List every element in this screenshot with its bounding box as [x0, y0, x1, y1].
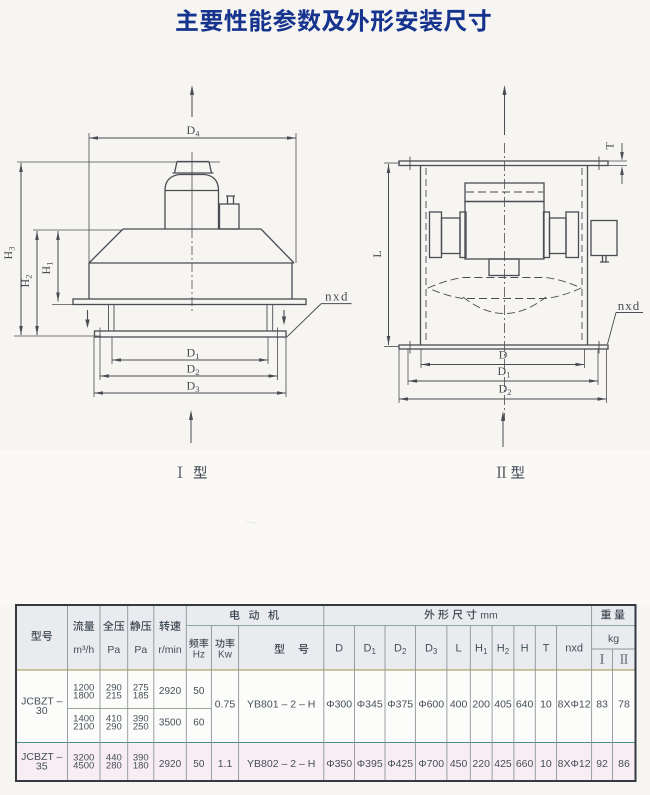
svg-text:T: T — [603, 142, 617, 150]
svg-text:nxd: nxd — [618, 298, 641, 313]
svg-text:83: 83 — [596, 699, 608, 711]
svg-text:200: 200 — [472, 699, 490, 711]
svg-text:390: 390 — [133, 714, 149, 725]
svg-text:nxd: nxd — [565, 643, 583, 655]
svg-text:Φ700: Φ700 — [418, 758, 444, 770]
svg-text:4500: 4500 — [73, 760, 94, 771]
svg-text:YB802 – 2 – H: YB802 – 2 – H — [247, 758, 315, 770]
svg-text:8XΦ12: 8XΦ12 — [558, 758, 591, 770]
svg-text:L: L — [456, 643, 462, 655]
svg-text:50: 50 — [193, 686, 205, 697]
svg-text:405: 405 — [494, 699, 512, 711]
svg-text:JCBZT –: JCBZT – — [21, 696, 62, 708]
svg-text:215: 215 — [106, 690, 122, 701]
svg-text:L: L — [370, 250, 384, 257]
svg-text:425: 425 — [494, 758, 512, 770]
svg-text:60: 60 — [193, 718, 205, 729]
svg-text:185: 185 — [133, 690, 149, 701]
svg-text:390: 390 — [133, 752, 149, 763]
svg-text:290: 290 — [106, 722, 122, 733]
svg-text:1200: 1200 — [73, 682, 94, 693]
svg-text:Hz: Hz — [193, 650, 205, 661]
svg-text:T: T — [543, 643, 550, 655]
svg-text:10: 10 — [540, 758, 552, 770]
svg-text:50: 50 — [193, 759, 205, 770]
svg-text:0.75: 0.75 — [215, 699, 236, 711]
svg-text:3200: 3200 — [73, 752, 94, 763]
svg-text:Pa: Pa — [134, 644, 147, 656]
svg-text:D: D — [335, 643, 343, 655]
svg-text:D: D — [499, 348, 508, 362]
svg-text:250: 250 — [133, 722, 149, 733]
svg-text:Φ350: Φ350 — [326, 758, 352, 770]
svg-text:30: 30 — [36, 705, 48, 717]
svg-text:220: 220 — [472, 758, 490, 770]
svg-text:10: 10 — [540, 699, 552, 711]
svg-text:1.1: 1.1 — [218, 758, 233, 770]
svg-text:86: 86 — [618, 758, 630, 770]
svg-text:1800: 1800 — [73, 690, 94, 701]
svg-text:8XΦ12: 8XΦ12 — [558, 699, 591, 711]
svg-text:92: 92 — [596, 758, 608, 770]
svg-text:450: 450 — [450, 758, 468, 770]
svg-text:Pa: Pa — [107, 644, 120, 656]
svg-text:2100: 2100 — [73, 722, 94, 733]
svg-text:280: 280 — [106, 760, 122, 771]
svg-text:Φ395: Φ395 — [357, 758, 383, 770]
svg-text:2920: 2920 — [159, 759, 182, 770]
svg-text:180: 180 — [133, 760, 149, 771]
svg-text:3500: 3500 — [159, 718, 182, 729]
svg-text:Φ425: Φ425 — [387, 758, 413, 770]
svg-text:78: 78 — [618, 699, 630, 711]
svg-text:H: H — [521, 643, 529, 655]
svg-text:440: 440 — [106, 752, 122, 763]
svg-text:35: 35 — [36, 761, 48, 773]
svg-text:1400: 1400 — [73, 714, 94, 725]
svg-text:r/min: r/min — [158, 644, 181, 656]
svg-text:Φ345: Φ345 — [357, 699, 383, 711]
svg-text:nxd: nxd — [325, 288, 349, 303]
svg-text:400: 400 — [450, 699, 468, 711]
svg-text:Kw: Kw — [218, 650, 233, 661]
svg-text:JCBZT –: JCBZT – — [21, 751, 62, 763]
svg-text:kg: kg — [608, 633, 619, 645]
svg-text:mm: mm — [480, 610, 498, 622]
svg-text:m³/h: m³/h — [73, 644, 94, 656]
svg-text:290: 290 — [106, 682, 122, 693]
svg-text:410: 410 — [106, 714, 122, 725]
svg-text:275: 275 — [133, 682, 149, 693]
svg-text:640: 640 — [516, 699, 534, 711]
svg-text:Φ375: Φ375 — [387, 699, 413, 711]
svg-text:Φ300: Φ300 — [326, 699, 352, 711]
svg-text:YB801 – 2 – H: YB801 – 2 – H — [247, 699, 315, 711]
svg-text:660: 660 — [516, 758, 534, 770]
svg-text:2920: 2920 — [159, 686, 182, 697]
svg-text:Φ600: Φ600 — [418, 699, 444, 711]
